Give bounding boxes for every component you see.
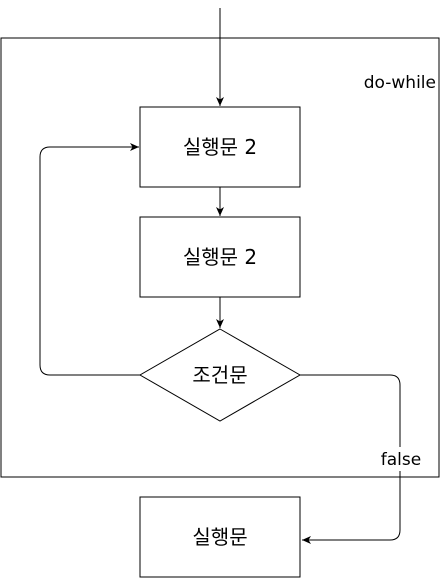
statement-box-2 [139,216,301,298]
statement-box-3 [139,496,301,578]
false-label: false [381,450,421,470]
condition-label: 조건문 [192,363,247,387]
statement-box-1-label: 실행문 2 [183,135,257,159]
statement-box-1 [139,106,301,188]
statement-box-3-label: 실행문 [192,525,247,549]
loop-back-arrow [39,143,140,376]
condition-diamond [138,328,302,422]
false-label-background [378,447,424,471]
statement-box-2-label: 실행문 2 [183,245,257,269]
do-while-label: do-while [364,73,436,93]
